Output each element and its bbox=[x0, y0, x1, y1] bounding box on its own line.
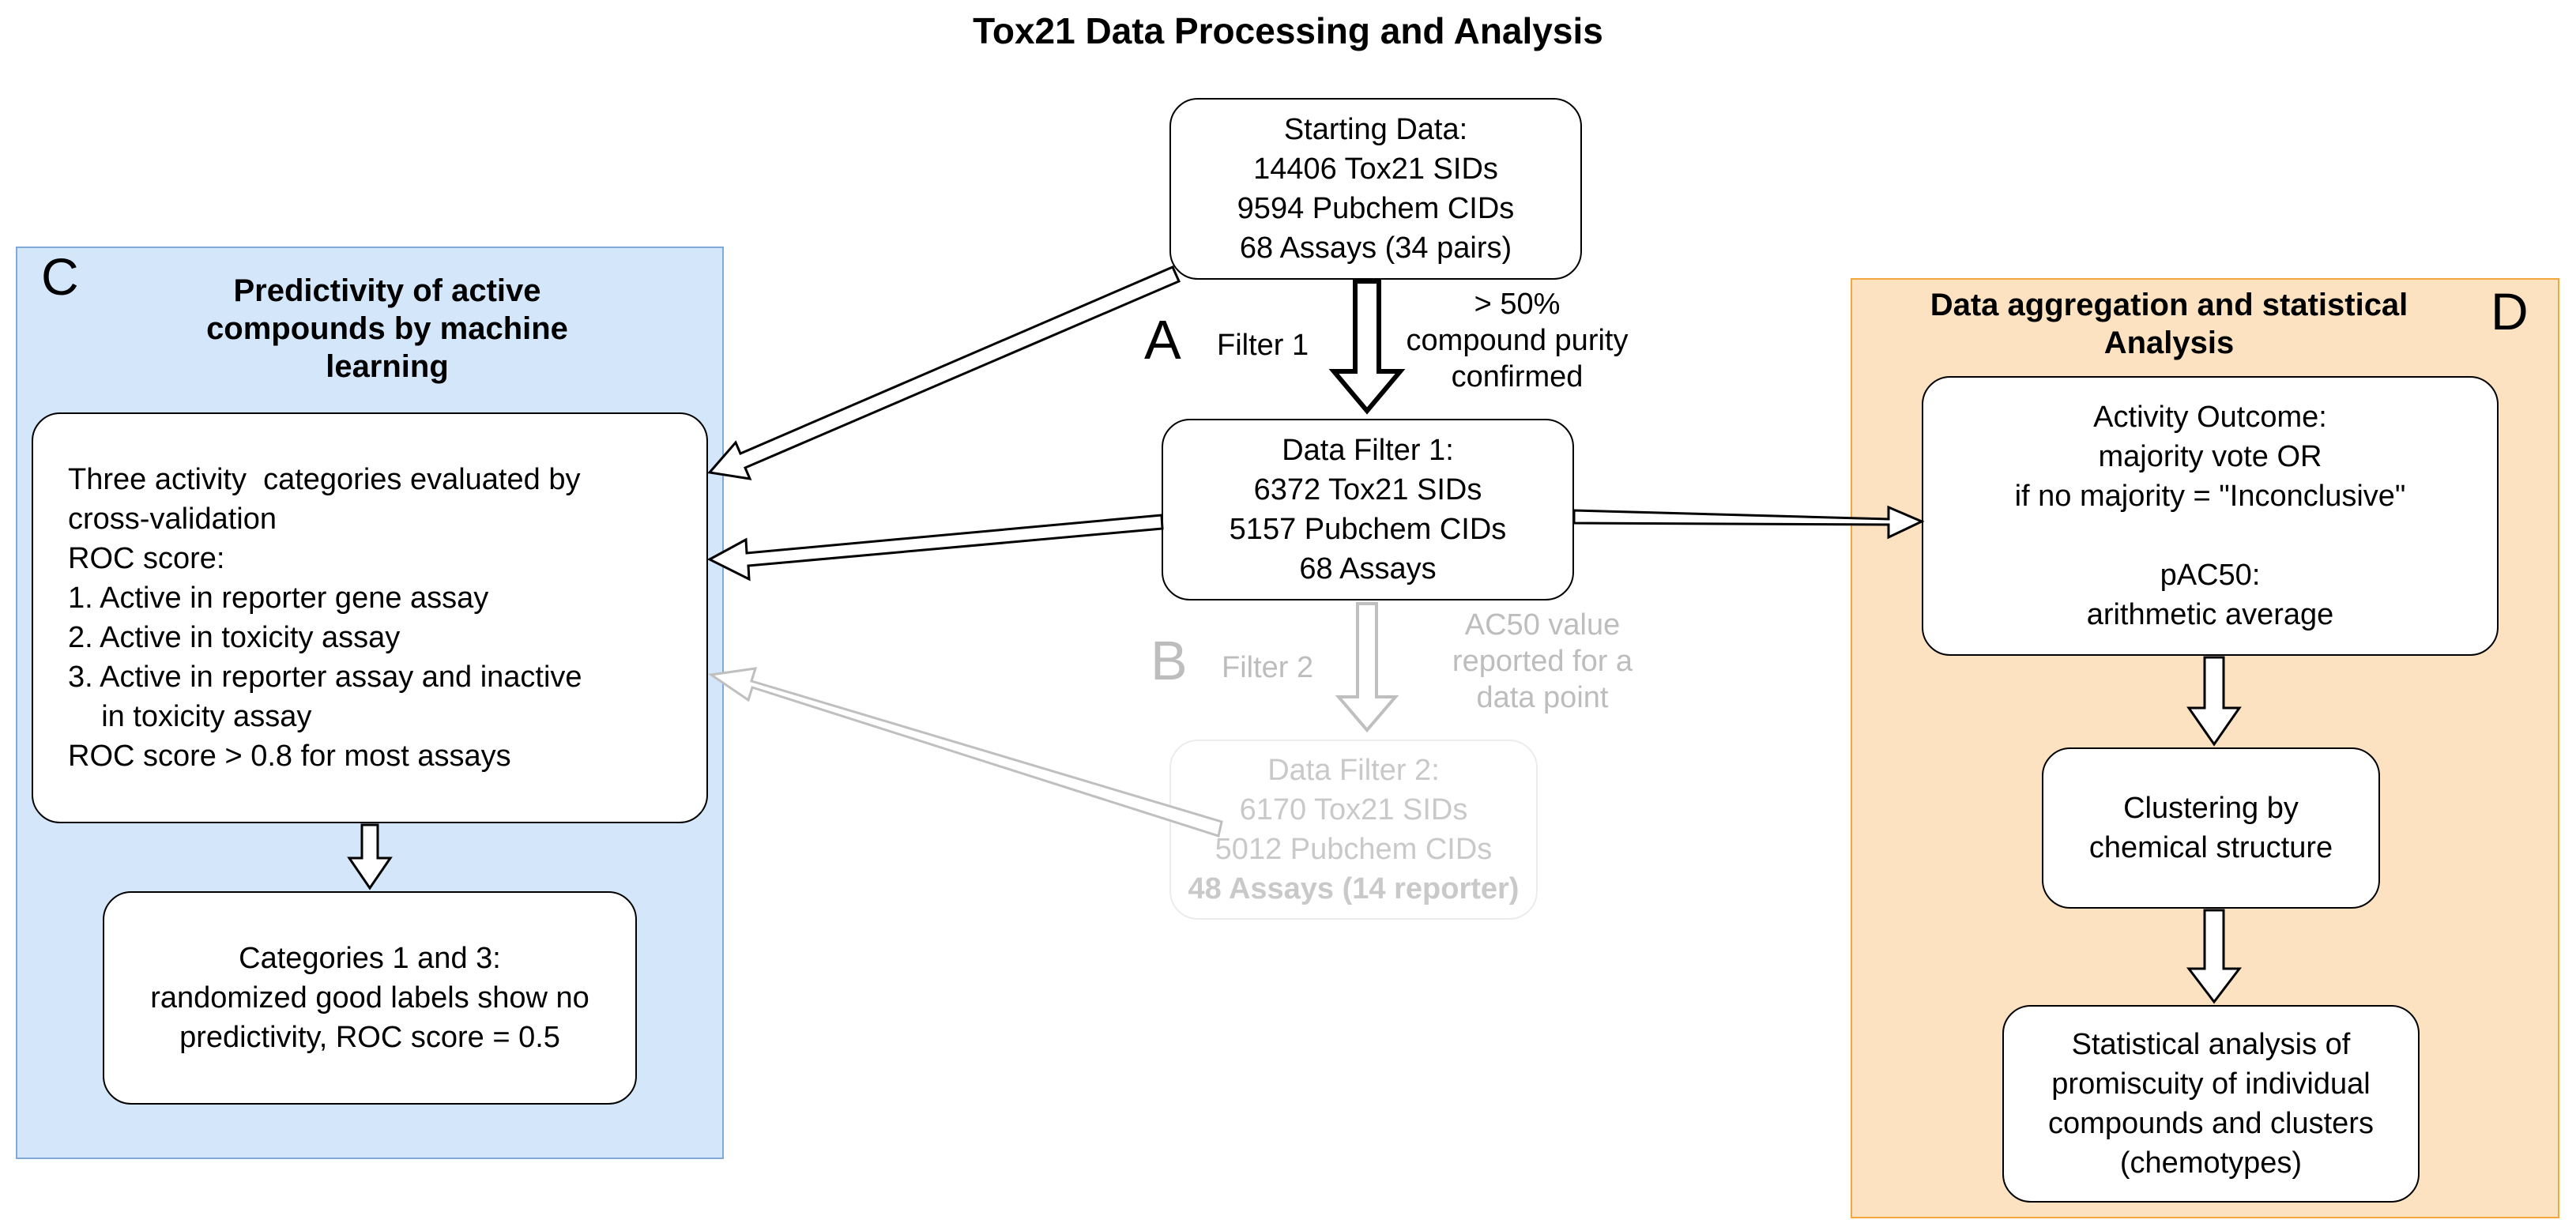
box-randomized-labels-line: randomized good labels show no bbox=[150, 981, 589, 1015]
filter1-note-line: compound purity bbox=[1406, 324, 1629, 357]
filter2-label: Filter 2 bbox=[1222, 651, 1314, 684]
panel-d-title: Data aggregation and statistical Analysi… bbox=[1881, 286, 2457, 362]
panel-d-title-line: Analysis bbox=[2103, 326, 2235, 360]
filter1-label: Filter 1 bbox=[1217, 329, 1309, 362]
box-data-filter-2-line: 48 Assays (14 reporter) bbox=[1188, 872, 1520, 905]
box-statistical-analysis-line: promiscuity of individual bbox=[2051, 1067, 2371, 1101]
box-clustering: Clustering by chemical structure bbox=[2042, 747, 2380, 909]
box-starting-data-line: Starting Data: bbox=[1283, 113, 1468, 146]
panel-c-title-line: Predictivity of active bbox=[233, 273, 541, 308]
panel-c-letter: C bbox=[41, 247, 79, 306]
box-statistical-analysis-line: Statistical analysis of bbox=[2071, 1028, 2351, 1061]
arrow-start-to-c bbox=[707, 265, 1181, 480]
box-activity-categories-line: in toxicity assay bbox=[68, 700, 312, 733]
arrow-filter1-to-d bbox=[1572, 505, 1925, 540]
box-data-filter-1: Data Filter 1: 6372 Tox21 SIDs 5157 Pubc… bbox=[1162, 419, 1574, 600]
panel-c-title-line: learning bbox=[326, 349, 449, 384]
filter1-arrow bbox=[1328, 279, 1406, 415]
arrow-filter1-to-c bbox=[706, 514, 1164, 582]
box-clustering-line: chemical structure bbox=[2088, 831, 2333, 864]
box-data-filter-2-line: 5012 Pubchem CIDs bbox=[1215, 833, 1493, 866]
diagram-title: Tox21 Data Processing and Analysis bbox=[973, 10, 1603, 51]
box-activity-categories: Three activity categories evaluated by c… bbox=[32, 412, 708, 823]
arrow-d-down-1 bbox=[2186, 656, 2242, 747]
filter2-note: AC50 value reported for a data point bbox=[1432, 607, 1653, 716]
step-letter-a: A bbox=[1144, 309, 1181, 371]
box-activity-outcome-line: Activity Outcome: bbox=[2093, 401, 2327, 434]
arrow-c-down bbox=[347, 823, 393, 890]
panel-d-letter: D bbox=[2491, 282, 2529, 341]
box-activity-outcome: Activity Outcome: majority vote OR if no… bbox=[1922, 376, 2499, 656]
box-statistical-analysis-line: compounds and clusters bbox=[2048, 1107, 2374, 1140]
box-statistical-analysis: Statistical analysis of promiscuity of i… bbox=[2002, 1005, 2420, 1203]
box-randomized-labels: Categories 1 and 3: randomized good labe… bbox=[103, 891, 637, 1105]
box-randomized-labels-line: Categories 1 and 3: bbox=[239, 942, 501, 975]
box-activity-outcome-line: pAC50: bbox=[2160, 559, 2261, 592]
arrow-d-down-2 bbox=[2186, 909, 2243, 1004]
box-activity-categories-line: Three activity categories evaluated by bbox=[68, 463, 581, 496]
box-activity-categories-line: ROC score > 0.8 for most assays bbox=[68, 740, 511, 773]
filter1-note-line: confirmed bbox=[1451, 360, 1584, 393]
box-data-filter-1-line: 68 Assays bbox=[1299, 552, 1437, 585]
step-letter-b: B bbox=[1151, 630, 1188, 691]
panel-c-title: Predictivity of active compounds by mach… bbox=[111, 272, 664, 386]
filter2-note-line: reported for a bbox=[1452, 645, 1633, 678]
box-activity-categories-line: ROC score: bbox=[68, 542, 225, 575]
filter2-arrow bbox=[1335, 602, 1399, 733]
box-data-filter-1-line: 5157 Pubchem CIDs bbox=[1229, 513, 1507, 546]
box-clustering-line: Clustering by bbox=[2123, 792, 2299, 825]
panel-c-title-line: compounds by machine bbox=[206, 311, 568, 346]
filter2-note-line: data point bbox=[1476, 681, 1609, 714]
box-activity-categories-line: 1. Active in reporter gene assay bbox=[68, 582, 489, 615]
box-data-filter-1-line: 6372 Tox21 SIDs bbox=[1253, 473, 1482, 506]
box-randomized-labels-line: predictivity, ROC score = 0.5 bbox=[179, 1021, 560, 1054]
box-activity-categories-line: cross-validation bbox=[68, 503, 277, 536]
box-data-filter-2-line: 6170 Tox21 SIDs bbox=[1239, 793, 1468, 826]
box-data-filter-2-line: Data Filter 2: bbox=[1267, 754, 1440, 787]
box-activity-categories-line: 2. Active in toxicity assay bbox=[68, 621, 401, 654]
box-activity-categories-line: 3. Active in reporter assay and inactive bbox=[68, 661, 582, 694]
box-statistical-analysis-line: (chemotypes) bbox=[2119, 1146, 2303, 1180]
box-activity-outcome-line: if no majority = "Inconclusive" bbox=[2014, 480, 2406, 513]
box-activity-outcome-line: arithmetic average bbox=[2086, 598, 2334, 631]
filter2-note-line: AC50 value bbox=[1464, 608, 1621, 642]
filter1-note: > 50% compound purity confirmed bbox=[1399, 286, 1636, 395]
filter1-note-line: > 50% bbox=[1474, 288, 1561, 321]
box-starting-data: Starting Data: 14406 Tox21 SIDs 9594 Pub… bbox=[1169, 98, 1582, 280]
box-data-filter-1-line: Data Filter 1: bbox=[1282, 434, 1454, 467]
box-starting-data-line: 9594 Pubchem CIDs bbox=[1237, 192, 1515, 225]
arrow-filter2-to-c bbox=[707, 667, 1223, 838]
box-starting-data-line: 14406 Tox21 SIDs bbox=[1253, 152, 1498, 186]
panel-d-title-line: Data aggregation and statistical bbox=[1930, 288, 2408, 322]
box-data-filter-2: Data Filter 2: 6170 Tox21 SIDs 5012 Pubc… bbox=[1169, 740, 1538, 920]
box-activity-outcome-line: majority vote OR bbox=[2098, 440, 2322, 473]
box-starting-data-line: 68 Assays (34 pairs) bbox=[1239, 232, 1512, 265]
